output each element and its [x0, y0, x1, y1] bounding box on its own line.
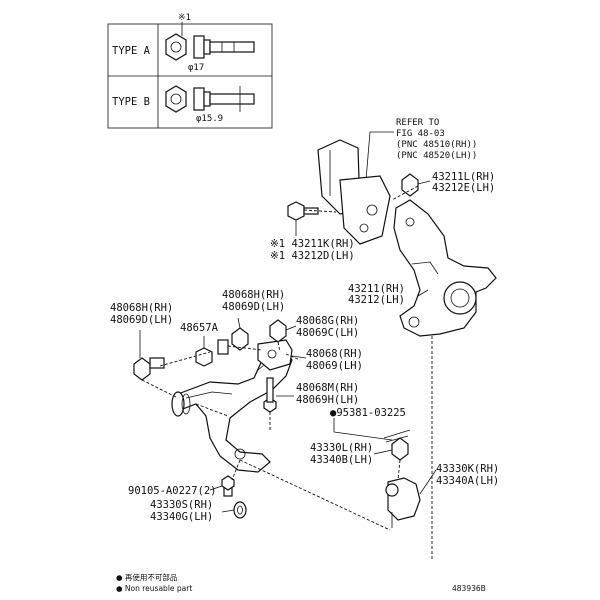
refer-line-2: FIG 48-03 [396, 129, 445, 139]
refer-line-1: REFER TO [396, 118, 439, 128]
legend-line-en: ● Non reusable part [116, 584, 192, 593]
label-43211: 43211(RH) [348, 283, 405, 295]
label-43212: 43212(LH) [348, 294, 405, 306]
label-48068G: 48068G(RH) [296, 315, 359, 327]
label-43330S: 43330S(RH) [150, 499, 213, 511]
label-48069C: 48069C(LH) [296, 327, 359, 339]
type-a-bolt-icon [165, 33, 255, 61]
arm-front-bolt-icon [133, 357, 165, 381]
label-48657A: 48657A [180, 322, 219, 334]
type-table-note: ※1 [178, 13, 191, 23]
castle-nut-icon [391, 437, 409, 461]
type-a-label: TYPE A [112, 45, 151, 57]
label-43212E: 43212E(LH) [432, 182, 495, 194]
refer-note: REFER TO FIG 48-03 (PNC 48510(RH)) (PNC … [365, 118, 477, 181]
rear-bushing-icon [257, 339, 293, 371]
arm-nut-icon [195, 347, 213, 367]
label-48069D-a: 48069D(LH) [110, 314, 173, 326]
label-48068H-a: 48068H(RH) [110, 302, 173, 314]
label-48068M: 48068M(RH) [296, 382, 359, 394]
refer-line-4: (PNC 48520(LH)) [396, 151, 477, 161]
ball-joint-bolt-icon [221, 475, 235, 497]
label-43340A: 43340A(LH) [436, 475, 499, 487]
label-43212D: ※1 43212D(LH) [270, 250, 355, 262]
legend: ● 再使用不可部品 ● Non reusable part [116, 572, 192, 593]
ball-joint-icon [385, 477, 421, 528]
ball-joint-nut-icon [233, 501, 247, 519]
vertical-bolt-icon [263, 377, 277, 413]
nut-icon [401, 173, 419, 197]
label-48069D-b: 48069D(LH) [222, 301, 285, 313]
label-95381: ●95381-03225 [330, 407, 406, 419]
label-48068H-b: 48068H(RH) [222, 289, 285, 301]
knuckle-bolt-icon [287, 201, 319, 221]
label-48069H: 48069H(LH) [296, 394, 359, 406]
refer-line-3: (PNC 48510(RH)) [396, 140, 477, 150]
front-bushing-icon [171, 391, 191, 417]
type-b-bolt-icon [165, 85, 255, 113]
label-43211L: 43211L(RH) [432, 171, 495, 183]
callout-labels: 43211L(RH) 43212E(LH) ※1 43211K(RH) ※1 4… [110, 171, 499, 523]
label-43330K: 43330K(RH) [436, 463, 499, 475]
label-48069: 48069(LH) [306, 360, 363, 372]
assembly-guides [141, 185, 433, 560]
rear-bolt-nut-icon [269, 319, 287, 343]
label-90105: 90105-A0227(2) [128, 485, 217, 497]
legend-line-jp: ● 再使用不可部品 [116, 572, 177, 582]
label-43340G: 43340G(LH) [150, 511, 213, 523]
label-43211K: ※1 43211K(RH) [270, 238, 355, 250]
arm-washer-icon [217, 339, 229, 355]
figure-code: 483936B [452, 584, 486, 593]
label-43340B: 43340B(LH) [310, 454, 373, 466]
cotter-pin-icon [383, 429, 411, 443]
strut-assembly-icon [317, 139, 391, 245]
type-b-dimension: φ15.9 [196, 114, 223, 124]
label-48068: 48068(RH) [306, 348, 363, 360]
type-table: ※1 TYPE A TYPE B φ17 φ15.9 [107, 13, 273, 129]
leader-lines [139, 180, 437, 513]
type-b-label: TYPE B [112, 96, 150, 108]
label-43330L: 43330L(RH) [310, 442, 373, 454]
type-a-dimension: φ17 [188, 63, 204, 73]
steering-knuckle-icon [393, 199, 497, 337]
